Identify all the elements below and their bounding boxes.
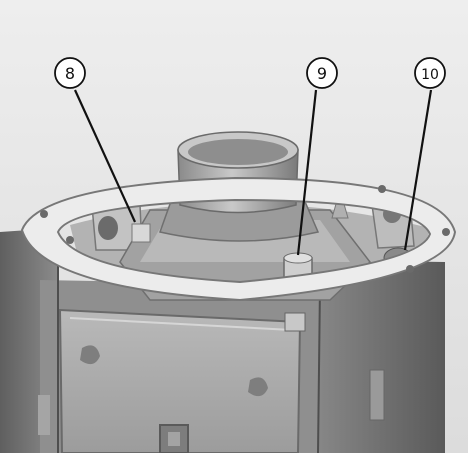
- callout-9-label: 9: [317, 64, 327, 83]
- callout-leaders: [73, 89, 433, 256]
- callout-circle: [306, 57, 338, 89]
- callout-8-label: 8: [65, 64, 75, 83]
- top-ring: [20, 176, 457, 302]
- stove-body: [0, 228, 445, 453]
- callout-10: 10: [414, 57, 446, 89]
- callout-10-label: 10: [421, 67, 439, 83]
- callout-8: 8: [54, 57, 86, 89]
- callout-circle: [414, 57, 446, 89]
- callout-9: 9: [306, 57, 338, 89]
- callout-circle: [54, 57, 86, 89]
